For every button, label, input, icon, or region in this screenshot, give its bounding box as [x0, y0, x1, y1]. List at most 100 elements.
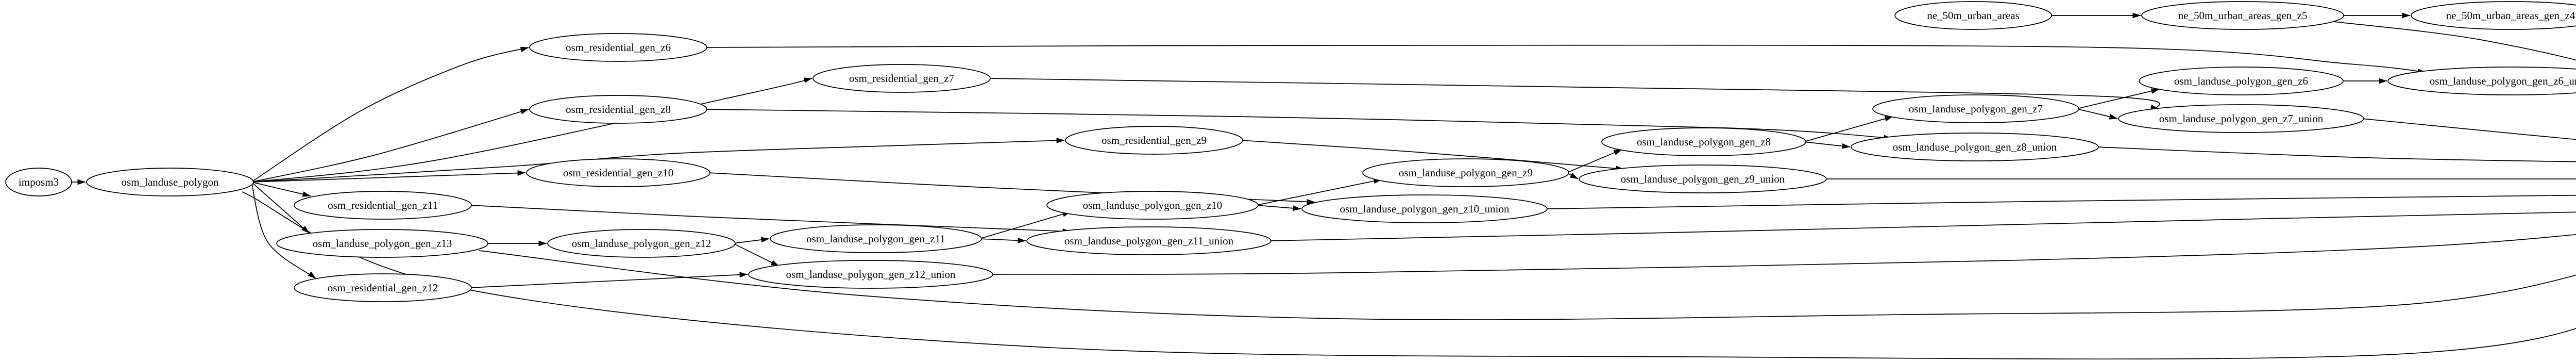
node-ne_50m_urban_areas_gen_z5: ne_50m_urban_areas_gen_z5: [2141, 1, 2344, 30]
node-label: osm_residential_gen_z8: [566, 103, 671, 116]
edge-osm_landuse_polygon-to-osm_residential_gen_z11: [251, 182, 311, 197]
node-ellipse: [526, 158, 710, 187]
node-osm_landuse_polygon_gen_z12: osm_landuse_polygon_gen_z12: [547, 229, 736, 258]
node-label: osm_landuse_polygon_gen_z6_union: [2430, 75, 2576, 87]
node-label: ne_50m_urban_areas_gen_z5: [2178, 9, 2308, 22]
node-osm_residential_gen_z7: osm_residential_gen_z7: [812, 64, 991, 93]
node-osm_residential_gen_z10: osm_residential_gen_z10: [526, 158, 710, 187]
node-osm_landuse_polygon_gen_z8_union: osm_landuse_polygon_gen_z8_union: [1851, 133, 2099, 161]
node-osm_landuse_polygon_gen_z7_union: osm_landuse_polygon_gen_z7_union: [2118, 104, 2364, 133]
edge-osm_landuse_polygon_gen_z10_union-to-layer_landuse-z10: [1545, 194, 2576, 209]
edge-osm_landuse_polygon_gen_z7-to-osm_landuse_polygon_gen_z7_union: [2076, 108, 2118, 120]
node-osm_residential_gen_z11: osm_residential_gen_z11: [294, 191, 472, 220]
edge-osm_landuse_polygon-to-osm_residential_gen_z7: [251, 77, 812, 183]
edge-osm_landuse_polygon_gen_z11-to-osm_landuse_polygon_gen_z11_union: [979, 237, 1026, 243]
node-ellipse: [1065, 126, 1243, 155]
edge-osm_landuse_polygon_gen_z10-to-osm_landuse_polygon_gen_z9: [1256, 178, 1382, 206]
node-osm_landuse_polygon_gen_z11_union: osm_landuse_polygon_gen_z11_union: [1026, 226, 1272, 255]
node-osm_landuse_polygon_gen_z9: osm_landuse_polygon_gen_z9: [1362, 158, 1569, 187]
node-osm_landuse_polygon_gen_z6_union: osm_landuse_polygon_gen_z6_union: [2387, 67, 2576, 95]
edge-osm_residential_gen_z8-to-osm_landuse_polygon_gen_z8_union: [704, 109, 1892, 141]
node-ellipse: [1579, 164, 1827, 193]
node-osm_residential_gen_z6: osm_residential_gen_z6: [529, 33, 707, 62]
node-ellipse: [748, 260, 993, 289]
node-ellipse: [2139, 67, 2344, 95]
edge-osm_residential_gen_z7-to-osm_landuse_polygon_gen_z7_union: [988, 78, 2160, 110]
node-label: osm_residential_gen_z6: [566, 41, 671, 54]
node-ellipse: [294, 273, 472, 302]
node-ellipse: [1872, 94, 2079, 123]
node-osm_landuse_polygon_gen_z8: osm_landuse_polygon_gen_z8: [1601, 127, 1806, 156]
node-osm_residential_gen_z8: osm_residential_gen_z8: [529, 95, 707, 124]
node-ellipse: [812, 64, 991, 93]
node-ne_50m_urban_areas: ne_50m_urban_areas: [1894, 1, 2052, 30]
node-ellipse: [294, 191, 472, 220]
node-ellipse: [529, 33, 707, 62]
node-ellipse: [547, 229, 736, 258]
edge-osm_landuse_polygon_gen_z13-to-layer_landuse-z13: [479, 250, 2576, 320]
node-ne_50m_urban_areas_gen_z4: ne_50m_urban_areas_gen_z4: [2411, 1, 2576, 30]
node-label: osm_landuse_polygon_gen_z9_union: [1621, 173, 1785, 185]
edge-osm_landuse_polygon_gen_z8-to-osm_landuse_polygon_gen_z7: [1803, 116, 1893, 142]
node-label: osm_landuse_polygon_gen_z7: [1909, 103, 2043, 115]
node-label: osm_landuse_polygon_gen_z8: [1637, 136, 1771, 148]
node-ellipse: [1026, 226, 1272, 255]
edge-osm_landuse_polygon-to-layer_landuse-z14+: [242, 191, 2576, 360]
node-label: osm_landuse_polygon_gen_z8_union: [1893, 141, 2057, 153]
node-ellipse: [2411, 1, 2576, 30]
edge-osm_landuse_polygon_gen_z7-to-osm_landuse_polygon_gen_z6: [2076, 88, 2160, 109]
node-label: osm_landuse_polygon_gen_z10: [1083, 199, 1223, 211]
edge-osm_residential_gen_z11-to-osm_landuse_polygon_gen_z11_union: [469, 205, 1071, 234]
edge-osm_landuse_polygon_gen_z7_union-to-layer_landuse-z7: [2361, 118, 2576, 140]
node-ellipse: [1601, 127, 1806, 156]
node-osm_landuse_polygon_gen_z9_union: osm_landuse_polygon_gen_z9_union: [1579, 164, 1827, 193]
edge-osm_landuse_polygon_gen_z8_union-to-layer_landuse-z8: [2096, 146, 2576, 162]
edge-osm_landuse_polygon-to-osm_residential_gen_z12: [251, 182, 316, 279]
node-label: osm_landuse_polygon_gen_z12_union: [786, 268, 956, 281]
node-ellipse: [529, 95, 707, 124]
edge-osm_landuse_polygon-to-osm_landuse_polygon_gen_z13: [251, 182, 310, 234]
node-osm_landuse_polygon_gen_z10: osm_landuse_polygon_gen_z10: [1046, 191, 1259, 220]
node-ellipse: [5, 168, 72, 196]
edge-osm_landuse_polygon_gen_z11-to-osm_landuse_polygon_gen_z10: [979, 211, 1071, 239]
node-osm_landuse_polygon_gen_z12_union: osm_landuse_polygon_gen_z12_union: [748, 260, 993, 289]
node-osm_landuse_polygon_gen_z7: osm_landuse_polygon_gen_z7: [1872, 94, 2079, 123]
node-label: osm_landuse_polygon_gen_z12: [572, 237, 711, 250]
node-label: osm_residential_gen_z12: [328, 282, 438, 294]
node-ellipse: [2141, 1, 2344, 30]
node-label: osm_landuse_polygon_gen_z11: [806, 233, 945, 245]
node-ellipse: [1894, 1, 2052, 30]
edge-osm_residential_gen_z12-to-osm_landuse_polygon_gen_z12_union: [469, 272, 748, 288]
node-osm_residential_gen_z12: osm_residential_gen_z12: [294, 273, 472, 302]
node-label: ne_50m_urban_areas: [1927, 9, 2020, 22]
node-ellipse: [86, 168, 254, 196]
node-osm_landuse_polygon_gen_z13: osm_landuse_polygon_gen_z13: [276, 229, 488, 258]
node-label: osm_landuse_polygon_gen_z9: [1399, 167, 1533, 179]
edge-osm_landuse_polygon_gen_z11_union-to-layer_landuse-z11: [1268, 211, 2576, 241]
edge-osm_landuse_polygon_gen_z12_union-to-layer_landuse-z12: [990, 234, 2576, 275]
edge-osm_landuse_polygon-to-osm_residential_gen_z10: [251, 170, 526, 183]
node-osm_landuse_polygon_gen_z10_union: osm_landuse_polygon_gen_z10_union: [1301, 194, 1548, 223]
edge-osm_landuse_polygon_gen_z12-to-osm_landuse_polygon_gen_z12_union: [733, 243, 779, 267]
node-imposm3: imposm3: [5, 168, 72, 196]
node-label: osm_landuse_polygon_gen_z10_union: [1340, 203, 1510, 215]
node-ellipse: [770, 224, 982, 253]
node-osm_landuse_polygon_gen_z6: osm_landuse_polygon_gen_z6: [2139, 67, 2344, 95]
node-label: osm_landuse_polygon_gen_z13: [313, 237, 452, 250]
node-label: osm_residential_gen_z7: [849, 72, 954, 85]
node-ellipse: [276, 229, 488, 258]
edge-osm_residential_gen_z6-to-osm_landuse_polygon_gen_z6_union: [704, 44, 2426, 74]
node-osm_landuse_polygon: osm_landuse_polygon: [86, 168, 254, 196]
node-label: osm_landuse_polygon_gen_z6: [2174, 75, 2308, 87]
node-label: osm_residential_gen_z11: [328, 199, 438, 211]
node-ellipse: [2387, 67, 2576, 95]
edge-ne_50m_urban_areas_gen_z5-to-layer_landuse-z5: [2333, 21, 2576, 61]
edge-osm_residential_gen_z9-to-osm_landuse_polygon_gen_z9_union: [1240, 140, 1624, 172]
node-ellipse: [1046, 191, 1259, 220]
node-label: osm_residential_gen_z10: [563, 167, 674, 179]
node-ellipse: [1362, 158, 1569, 187]
edge-osm_landuse_polygon-to-osm_residential_gen_z6: [251, 46, 529, 183]
node-label: osm_landuse_polygon_gen_z11_union: [1064, 235, 1234, 247]
